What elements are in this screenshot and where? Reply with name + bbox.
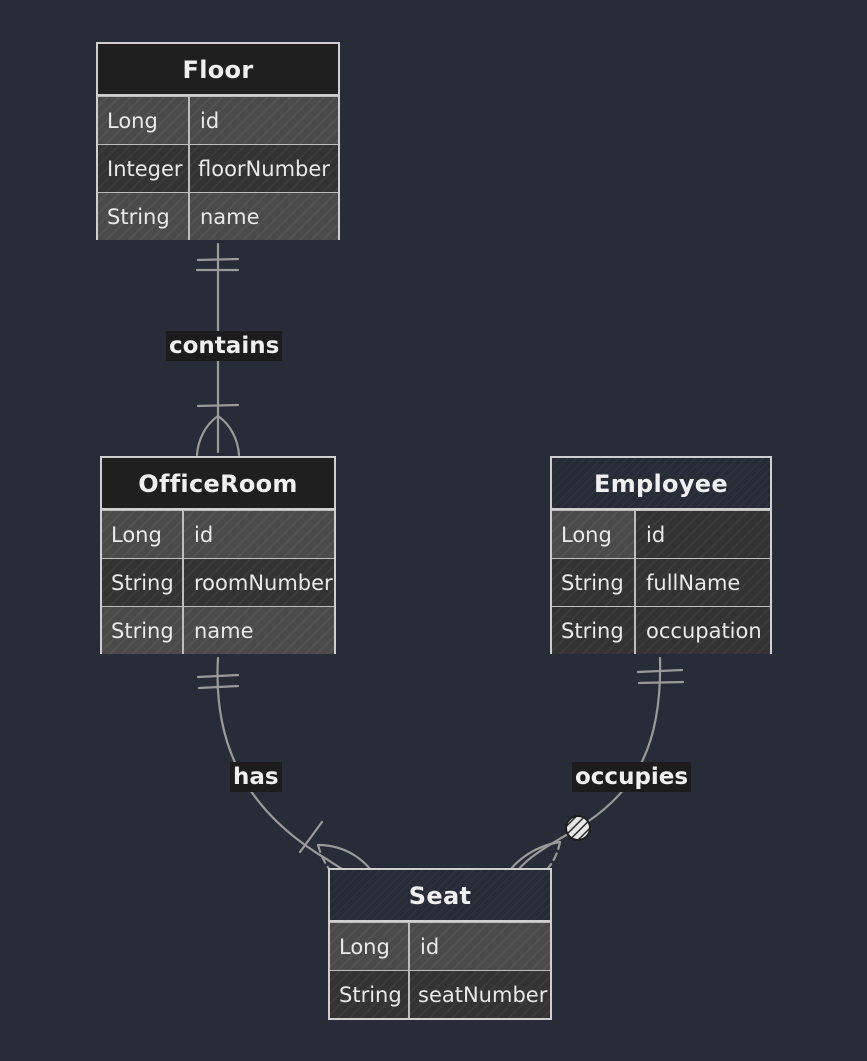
attribute-row: Long id bbox=[552, 510, 770, 558]
attribute-type: Long bbox=[98, 97, 190, 144]
attribute-name: id bbox=[190, 97, 338, 144]
attribute-type: Long bbox=[102, 511, 184, 558]
entity-floor-title: Floor bbox=[98, 44, 338, 96]
relationship-label-occupies: occupies bbox=[572, 762, 692, 792]
attribute-row: String name bbox=[102, 606, 334, 654]
attribute-type: String bbox=[102, 607, 184, 654]
attribute-row: String occupation bbox=[552, 606, 770, 654]
entity-employee[interactable]: Employee Long id String fullName String … bbox=[550, 456, 772, 654]
entity-floor[interactable]: Floor Long id Integer floorNumber String… bbox=[96, 42, 340, 240]
attribute-name: floorNumber bbox=[190, 145, 338, 192]
entity-officeroom-title: OfficeRoom bbox=[102, 458, 334, 510]
relationship-label-contains: contains bbox=[166, 331, 283, 361]
attribute-name: id bbox=[410, 923, 550, 970]
attribute-row: Long id bbox=[102, 510, 334, 558]
entity-seat-title: Seat bbox=[330, 870, 550, 922]
attribute-row: String name bbox=[98, 192, 338, 240]
attribute-type: Long bbox=[552, 511, 636, 558]
attribute-row: Integer floorNumber bbox=[98, 144, 338, 192]
attribute-type: String bbox=[102, 559, 184, 606]
zero-cardinality-circle bbox=[565, 815, 591, 841]
attribute-name: name bbox=[190, 193, 338, 240]
attribute-name: name bbox=[184, 607, 334, 654]
attribute-type: String bbox=[330, 971, 410, 1018]
attribute-type: String bbox=[552, 607, 636, 654]
attribute-row: String roomNumber bbox=[102, 558, 334, 606]
attribute-row: String fullName bbox=[552, 558, 770, 606]
entity-officeroom[interactable]: OfficeRoom Long id String roomNumber Str… bbox=[100, 456, 336, 654]
attribute-name: roomNumber bbox=[184, 559, 334, 606]
attribute-name: id bbox=[636, 511, 770, 558]
attribute-row: String seatNumber bbox=[330, 970, 550, 1018]
attribute-name: seatNumber bbox=[410, 971, 550, 1018]
attribute-row: Long id bbox=[330, 922, 550, 970]
attribute-name: fullName bbox=[636, 559, 770, 606]
attribute-name: id bbox=[184, 511, 334, 558]
relationship-label-has: has bbox=[230, 762, 282, 792]
attribute-type: Long bbox=[330, 923, 410, 970]
edge-has bbox=[196, 656, 380, 894]
entity-seat[interactable]: Seat Long id String seatNumber bbox=[328, 868, 552, 1020]
entity-employee-title: Employee bbox=[552, 458, 770, 510]
attribute-type: String bbox=[552, 559, 636, 606]
attribute-name: occupation bbox=[636, 607, 770, 654]
attribute-type: Integer bbox=[98, 145, 190, 192]
attribute-type: String bbox=[98, 193, 190, 240]
attribute-row: Long id bbox=[98, 96, 338, 144]
